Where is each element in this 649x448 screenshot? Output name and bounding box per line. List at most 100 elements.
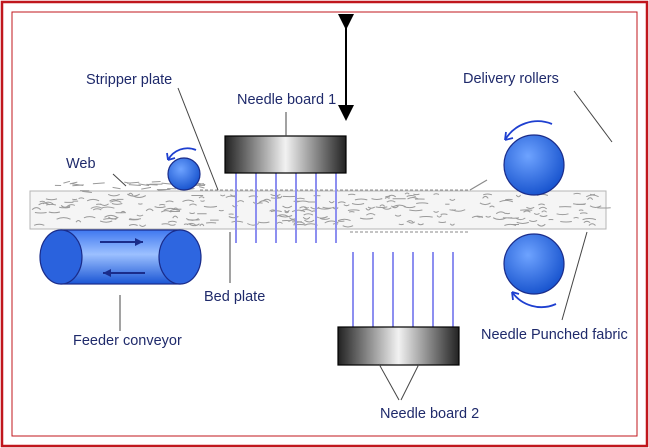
web-fibre	[38, 202, 50, 206]
stripper-roller	[167, 157, 201, 191]
web-fibre	[304, 219, 315, 223]
web-fibre	[382, 207, 392, 210]
web-fibre	[409, 209, 423, 212]
web-fibre	[384, 196, 390, 199]
web-fibre	[560, 221, 572, 223]
web-fibre	[159, 204, 166, 206]
web-fibre	[371, 198, 383, 200]
web-fibre	[48, 211, 61, 214]
web-fibre	[386, 200, 396, 203]
needle-punched-fabric-leader-line	[561, 231, 588, 321]
web-fibre	[489, 205, 495, 208]
web-fibre	[104, 214, 118, 218]
web-fibre	[367, 206, 376, 209]
web-fibre	[188, 223, 200, 227]
web-fibre	[337, 201, 346, 204]
web-fibre	[343, 204, 350, 207]
web-fibre	[588, 223, 596, 226]
web-fibre	[138, 183, 150, 187]
web-fibre	[163, 207, 178, 211]
web-fibre	[539, 215, 548, 217]
web-fibre	[189, 212, 196, 215]
needle-board-1-needles	[235, 173, 337, 243]
web-fibre	[406, 194, 416, 197]
web-fibre	[379, 204, 386, 207]
web-fibre	[200, 200, 205, 202]
web-fibre	[247, 223, 260, 226]
web-fibre	[203, 205, 218, 208]
web-fibre	[71, 183, 84, 186]
web-fibre	[375, 206, 388, 208]
web-fibre	[128, 184, 141, 186]
web-fibre	[172, 215, 179, 219]
web-fibre	[228, 216, 239, 219]
web-fibre	[322, 206, 335, 209]
web-fibre	[284, 211, 290, 214]
web-fibre	[419, 216, 433, 218]
label-feeder-conveyor: Feeder conveyor	[73, 333, 182, 349]
web-fibre	[449, 198, 456, 201]
web-fibre	[538, 203, 546, 206]
needle-board-2-leader-line-left	[378, 363, 400, 401]
web-fibre	[413, 193, 420, 196]
web-fibre	[60, 204, 69, 208]
web-fibre	[351, 203, 365, 205]
label-bed-plate: Bed plate	[204, 289, 265, 305]
web-fibre	[523, 210, 531, 213]
web-fibre	[408, 221, 416, 224]
web-fibre	[310, 206, 320, 210]
web-fibre	[33, 223, 45, 226]
web-fibre	[394, 214, 402, 217]
web-fibre	[182, 199, 195, 203]
web-fibre	[284, 209, 290, 213]
label-needle-board-1: Needle board 1	[237, 92, 336, 108]
needle-board-1	[224, 135, 347, 174]
web-fibre	[136, 214, 144, 217]
web-fibre	[483, 193, 493, 196]
label-web: Web	[66, 156, 96, 172]
web-fibre	[586, 194, 599, 198]
web-fibre	[573, 203, 586, 205]
web-fibre	[90, 206, 103, 209]
web-fibre	[167, 220, 177, 223]
fibre-web	[29, 180, 611, 230]
web-fibre	[451, 209, 466, 212]
web-fibre	[515, 194, 522, 198]
web-fibre	[198, 196, 205, 199]
web-fibre	[433, 210, 439, 213]
web-fibre	[482, 195, 489, 199]
web-fibre	[45, 198, 58, 201]
web-fibre	[124, 181, 131, 184]
web-fibre	[110, 200, 122, 203]
web-fibre	[516, 221, 529, 224]
label-needle-board-2: Needle board 2	[380, 406, 479, 422]
web-fibre	[366, 212, 376, 216]
web-fibre	[154, 206, 166, 209]
delivery-roller-bottom-rotation-arrow	[511, 291, 557, 309]
web-fibre	[589, 205, 602, 208]
web-fibre	[63, 180, 71, 184]
web-fibre	[384, 195, 391, 198]
web-fibre	[112, 186, 121, 190]
delivery-roller-bottom	[503, 233, 565, 295]
label-delivery-rollers: Delivery rollers	[463, 71, 559, 87]
web-fibre	[291, 209, 306, 213]
web-fibre	[433, 193, 440, 195]
web-fibre	[199, 186, 205, 189]
web-fibre	[347, 193, 356, 196]
web-fibre	[573, 192, 581, 195]
web-fibre	[237, 200, 245, 203]
web-fibre	[302, 216, 311, 220]
web-fibre	[407, 197, 419, 200]
web-fibre	[99, 203, 109, 206]
web-fibre	[39, 200, 46, 203]
web-fibre	[86, 198, 100, 202]
web-fibre	[319, 217, 330, 220]
delivery-roller-top-rotation-arrow	[504, 120, 553, 141]
web-fibre	[296, 200, 309, 203]
stripper-roller-rotation-arrow	[167, 147, 197, 161]
web-fibre	[31, 207, 42, 210]
web-fibre	[293, 221, 305, 225]
